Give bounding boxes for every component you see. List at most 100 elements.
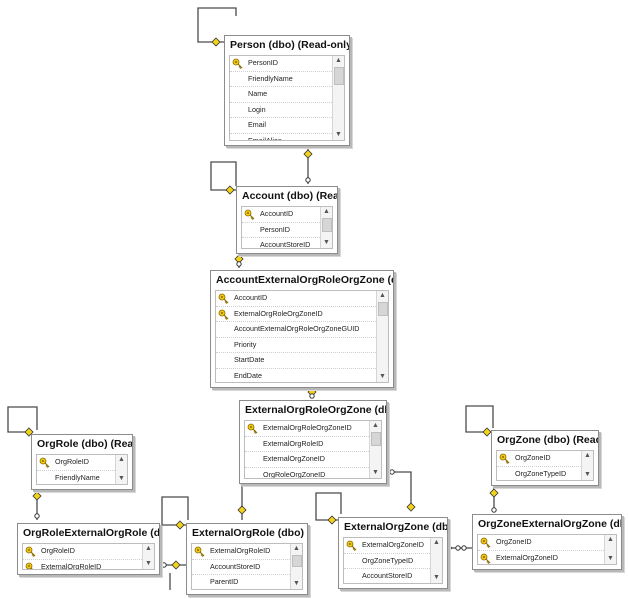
- scroll-up-icon[interactable]: ▲: [379, 292, 386, 299]
- table-title: OrgRoleExternalOrgRole (dbo): [18, 524, 159, 542]
- table-orgrole-external-orgrole[interactable]: OrgRoleExternalOrgRole (dbo) OrgRoleIDEx…: [17, 523, 160, 575]
- key-end-oreor-eor: [171, 560, 181, 570]
- column-row[interactable]: Login: [230, 103, 344, 118]
- scrollbar[interactable]: ▲▼: [290, 544, 302, 589]
- scroll-up-icon[interactable]: ▲: [584, 452, 591, 459]
- column-row[interactable]: OrgZoneID: [478, 535, 616, 551]
- column-row[interactable]: AccountStoreID: [192, 560, 302, 575]
- column-name: StartDate: [234, 355, 265, 364]
- column-name: PersonID: [248, 58, 278, 67]
- scroll-down-icon[interactable]: ▼: [293, 580, 300, 587]
- column-row[interactable]: Name: [230, 87, 344, 103]
- column-row[interactable]: ExternalOrgZoneID: [245, 452, 381, 468]
- column-row[interactable]: AccountStoreID: [344, 569, 442, 583]
- scroll-down-icon[interactable]: ▼: [372, 469, 379, 476]
- table-account-external-orgrole-orgzone[interactable]: AccountExternalOrgRoleOrgZone (dbo) Acco…: [210, 270, 394, 388]
- column-row[interactable]: PersonID: [242, 223, 332, 238]
- column-row[interactable]: ExternalOrgZoneID: [344, 538, 442, 554]
- scrollbar[interactable]: ▲▼: [142, 544, 154, 569]
- column-name: Name: [248, 89, 268, 98]
- column-row[interactable]: ExternalOrgRoleID: [192, 544, 302, 560]
- column-row[interactable]: ExternalOrgRoleID: [23, 560, 154, 569]
- column-row[interactable]: OrgRoleID: [23, 544, 154, 560]
- column-row[interactable]: AccountID: [216, 291, 388, 307]
- scrollbar[interactable]: ▲▼: [320, 207, 332, 248]
- column-row[interactable]: ExternalOrgRoleOrgZoneID: [216, 307, 388, 322]
- scroll-up-icon[interactable]: ▲: [372, 422, 379, 429]
- column-row[interactable]: EndDate: [216, 369, 388, 383]
- scroll-up-icon[interactable]: ▲: [323, 208, 330, 215]
- table-title: ExternalOrgRole (dbo): [187, 524, 307, 542]
- column-name: Priority: [234, 339, 257, 349]
- scroll-down-icon[interactable]: ▼: [118, 475, 125, 482]
- column-row[interactable]: StartDate: [216, 353, 388, 369]
- scrollbar[interactable]: ▲▼: [369, 421, 381, 478]
- scroll-down-icon[interactable]: ▼: [335, 131, 342, 138]
- column-row[interactable]: FriendlyName: [230, 72, 344, 87]
- column-row[interactable]: ExternalOrgZoneID: [478, 551, 616, 565]
- scroll-down-icon[interactable]: ▼: [145, 560, 152, 567]
- column-row[interactable]: OrgZoneTypeID: [344, 554, 442, 569]
- key-end-orgrole-oreor: [32, 491, 42, 501]
- column-name: OrgRoleID: [55, 457, 89, 466]
- key-end-orgzone-self: [482, 427, 492, 437]
- table-title: OrgRole (dbo) (Read-only): [32, 435, 132, 453]
- column-row[interactable]: Priority: [216, 338, 388, 353]
- column-row[interactable]: AccountID: [242, 207, 332, 223]
- scrollbar[interactable]: ▲▼: [376, 291, 388, 382]
- column-row[interactable]: ExternalOrgRoleOrgZoneID: [245, 421, 381, 437]
- column-row[interactable]: ParentID: [192, 575, 302, 589]
- primary-key-icon: [499, 452, 511, 464]
- column-name: ExternalOrgZoneID: [496, 552, 558, 562]
- column-name: AccountStoreID: [260, 240, 311, 249]
- scroll-up-icon[interactable]: ▲: [145, 545, 152, 552]
- scrollbar[interactable]: ▲▼: [430, 538, 442, 583]
- scroll-down-icon[interactable]: ▼: [379, 373, 386, 380]
- scroll-down-icon[interactable]: ▼: [584, 471, 591, 478]
- scrollbar[interactable]: ▲▼: [115, 455, 127, 484]
- column-row[interactable]: PersonID: [230, 56, 344, 72]
- column-name: OrgZoneTypeID: [362, 555, 414, 565]
- scroll-down-icon[interactable]: ▼: [433, 574, 440, 581]
- column-row[interactable]: AccountExternalOrgRoleOrgZoneGUID: [216, 322, 388, 338]
- many-end-oreor-eor: [161, 562, 167, 568]
- self-ref-orgzone: [465, 405, 494, 433]
- scroll-up-icon[interactable]: ▲: [335, 57, 342, 64]
- column-row[interactable]: EmailAlias: [230, 134, 344, 141]
- column-row[interactable]: ExternalOrgRoleID: [245, 437, 381, 452]
- scroll-up-icon[interactable]: ▲: [433, 539, 440, 546]
- scroll-down-icon[interactable]: ▼: [607, 555, 614, 562]
- scroll-up-icon[interactable]: ▲: [293, 545, 300, 552]
- scrollbar[interactable]: ▲▼: [604, 535, 616, 564]
- column-row[interactable]: Email: [230, 118, 344, 134]
- table-orgrole[interactable]: OrgRole (dbo) (Read-only) OrgRoleID Frien…: [31, 434, 133, 490]
- table-external-orgrole-orgzone[interactable]: ExternalOrgRoleOrgZone (dbo) ExternalOrg…: [239, 400, 387, 484]
- column-name: EmailAlias: [248, 135, 282, 141]
- scrollbar[interactable]: ▲▼: [332, 56, 344, 140]
- scroll-up-icon[interactable]: ▲: [118, 456, 125, 463]
- column-name: OrgZoneID: [515, 453, 551, 462]
- column-row[interactable]: OrgZoneID: [497, 451, 593, 467]
- scrollbar[interactable]: ▲▼: [581, 451, 593, 480]
- column-name: OrgZoneTypeID: [515, 468, 567, 478]
- table-account[interactable]: Account (dbo) (Read-only) AccountIDPerso…: [236, 186, 338, 254]
- column-row[interactable]: AccountStoreID: [242, 238, 332, 249]
- primary-key-icon: [218, 308, 230, 320]
- column-row[interactable]: FriendlyName: [37, 471, 127, 485]
- scroll-down-icon[interactable]: ▼: [323, 239, 330, 246]
- column-row[interactable]: OrgRoleID: [37, 455, 127, 471]
- column-name: Login: [248, 104, 266, 114]
- many-end-aeoroz-eoroz: [309, 393, 315, 399]
- scroll-up-icon[interactable]: ▲: [607, 536, 614, 543]
- table-orgzone[interactable]: OrgZone (dbo) (Read-only) OrgZoneIDOrgZo…: [491, 430, 599, 486]
- column-row[interactable]: OrgZoneTypeID: [497, 467, 593, 481]
- column-row[interactable]: OrgRoleOrgZoneID: [245, 468, 381, 479]
- column-name: AccountExternalOrgRoleOrgZoneGUID: [234, 324, 360, 333]
- table-title: Account (dbo) (Read-only): [237, 187, 337, 205]
- column-name: FriendlyName: [55, 472, 100, 482]
